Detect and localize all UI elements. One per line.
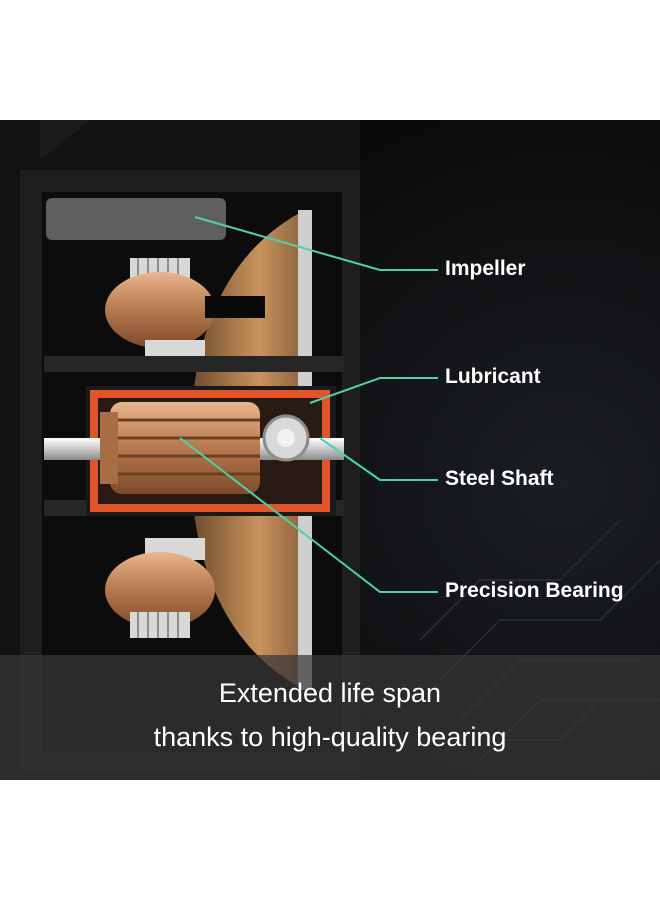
caption-line-1: Extended life span [218,678,442,708]
label-steel-shaft: Steel Shaft [445,467,554,490]
caption-line-2: thanks to high-quality bearing [153,722,507,752]
leader-lines [179,216,438,593]
leader-line-precision-bearing [179,437,438,593]
leader-line-impeller [194,216,438,271]
leader-line-lubricant [309,377,438,404]
lower-stator [105,538,215,638]
caption-band: Extended life span thanks to high-qualit… [0,655,660,780]
impeller-block [46,198,226,240]
leader-line-steel-shaft [319,437,438,481]
fan-bearing-cutaway-photo: Impeller Lubricant Steel Shaft Precision… [0,120,660,780]
label-impeller: Impeller [445,257,526,280]
bearing-frame-top [44,356,344,372]
label-lubricant: Lubricant [445,365,541,388]
label-precision-bearing: Precision Bearing [445,579,624,602]
upper-stator [105,258,265,360]
